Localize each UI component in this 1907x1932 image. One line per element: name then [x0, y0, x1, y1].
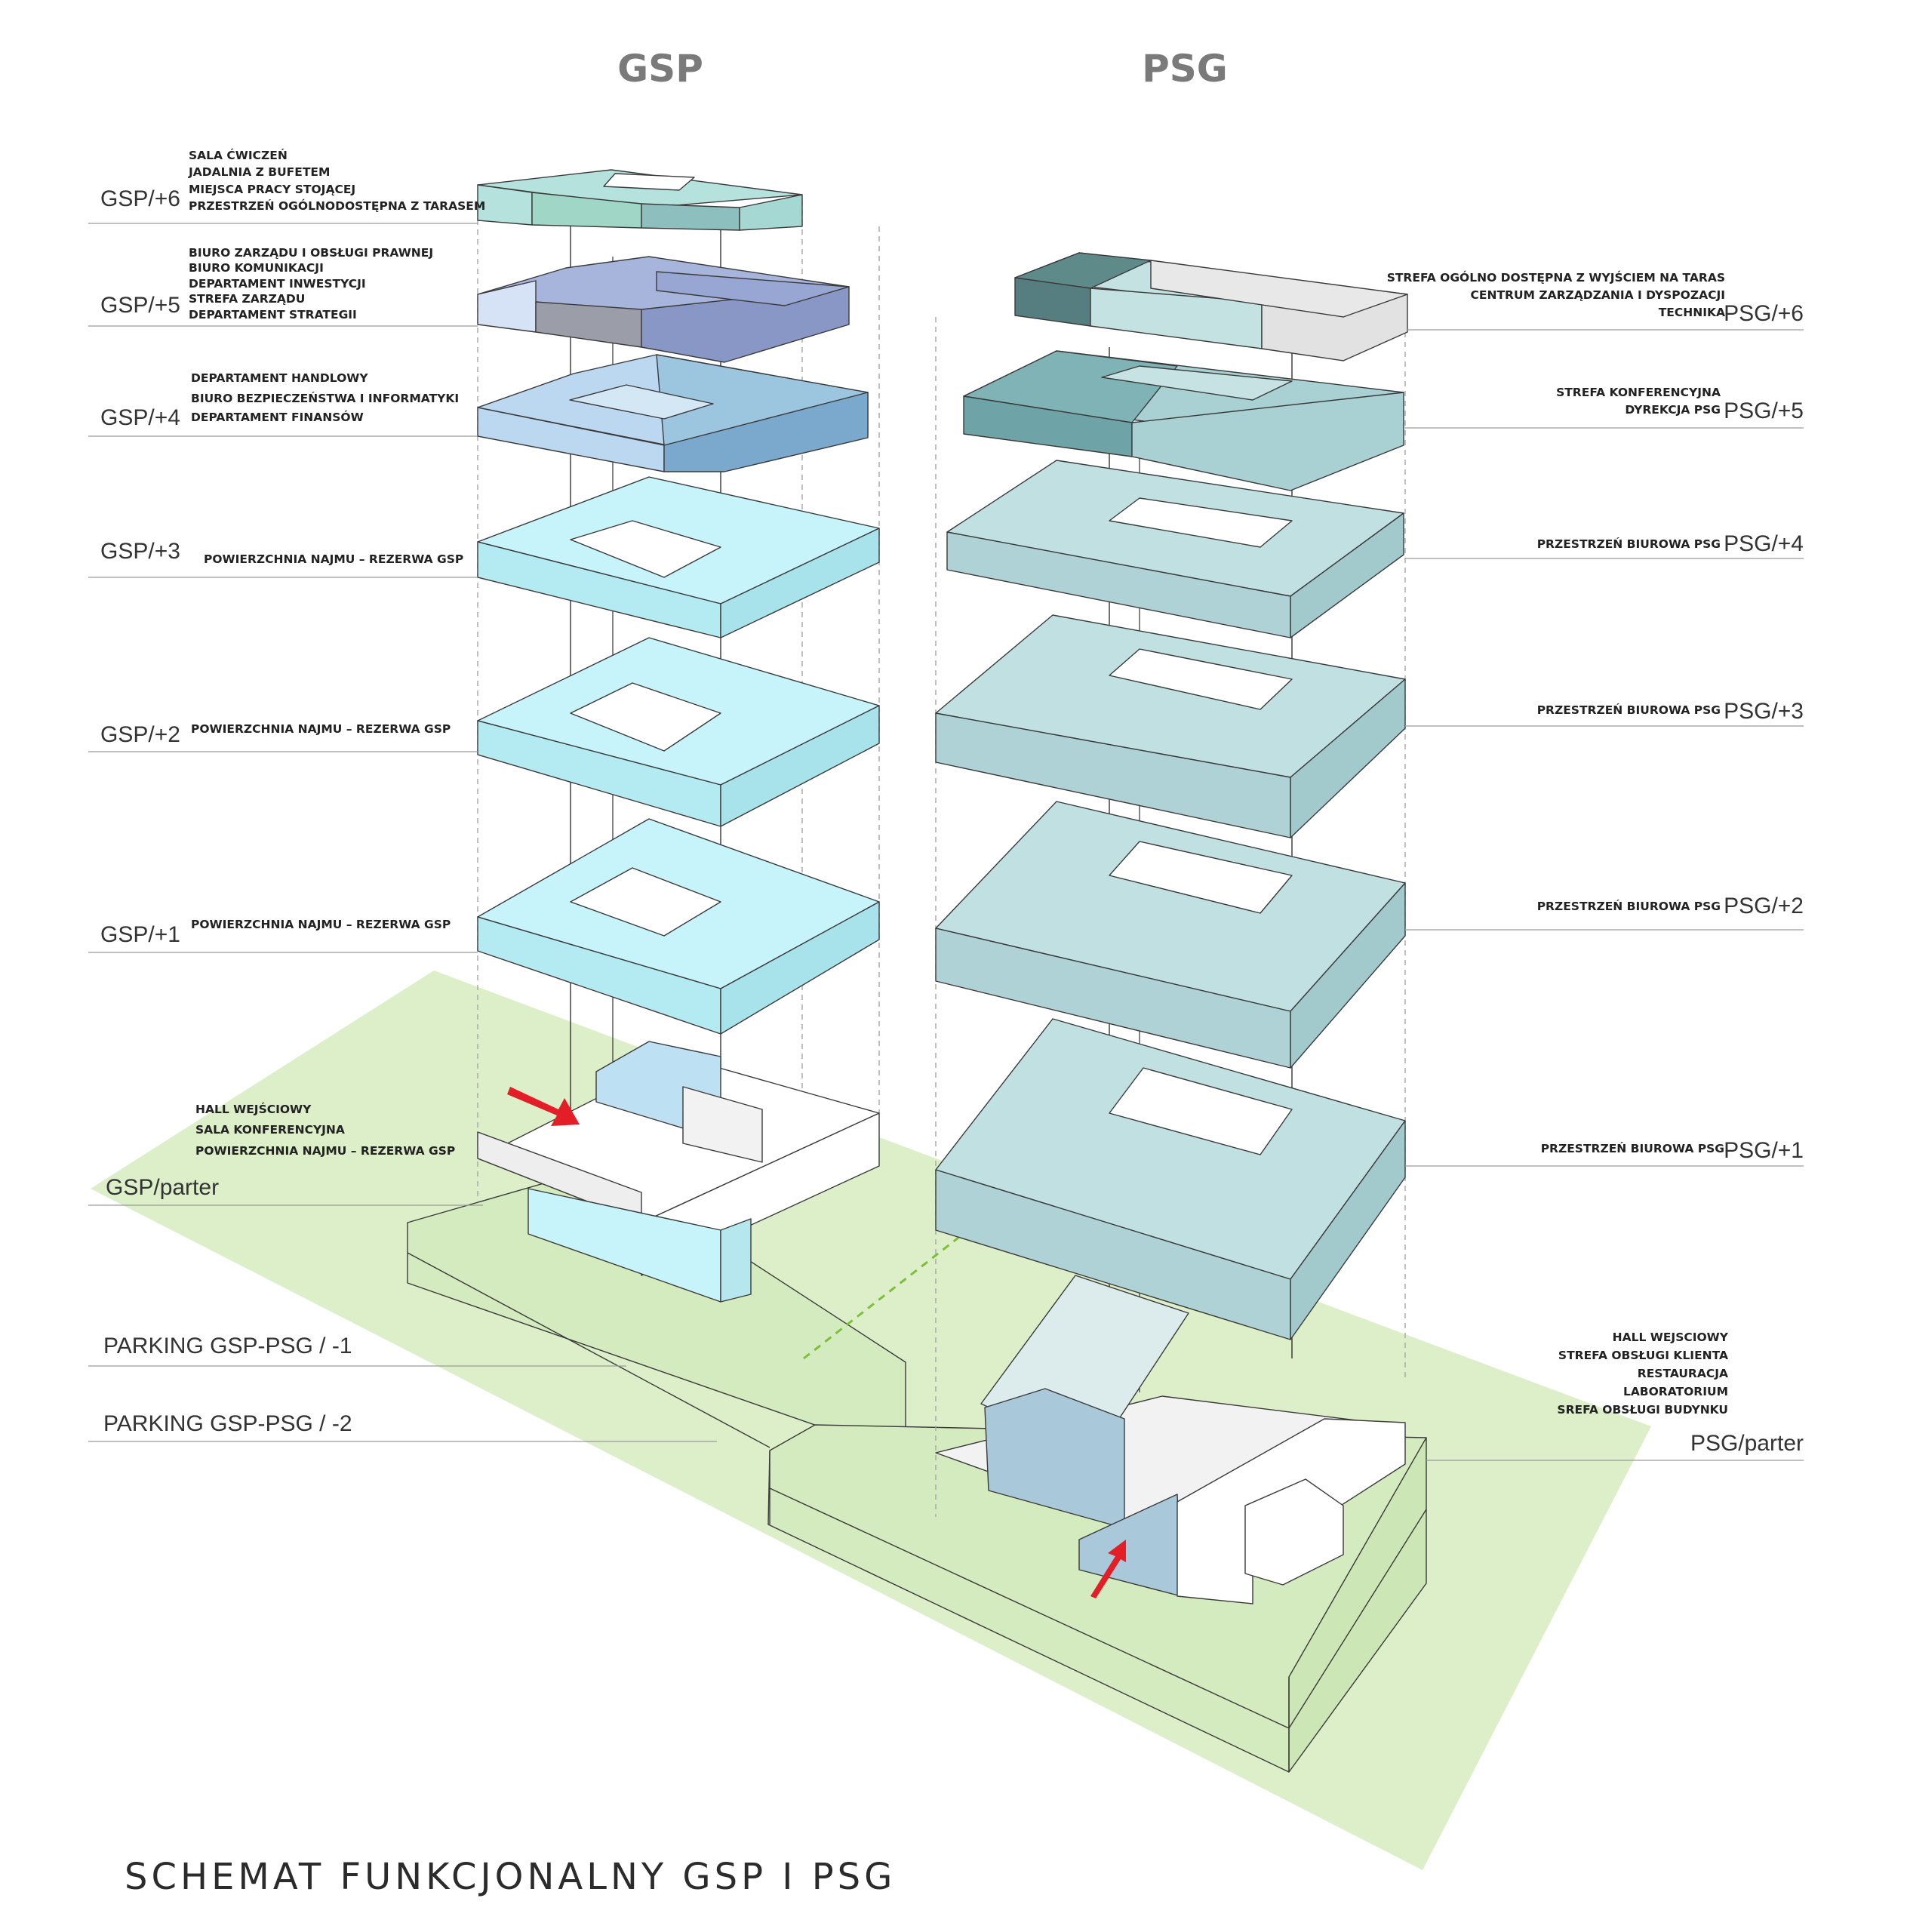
psg-tower	[935, 252, 1408, 1604]
gsp-parter-desc-1: HALL WEJŚCIOWY	[195, 1102, 312, 1116]
gsp-floor-plus6	[477, 169, 803, 231]
psg-floor-plus5	[963, 350, 1404, 491]
psg-parter-desc-1: HALL WEJSCIOWY	[1613, 1331, 1729, 1344]
psg-plus2-label: PSG/+2	[1724, 894, 1804, 918]
psg-parter-desc-4: LABORATORIUM	[1623, 1385, 1728, 1398]
psg-office-floor-plus2	[935, 801, 1406, 1069]
gsp-plus3-label: GSP/+3	[100, 539, 180, 564]
gsp-office-floor-plus2	[477, 637, 880, 827]
psg-parter-desc-2: STREFA OBSŁUGI KLIENTA	[1558, 1349, 1728, 1362]
psg-plus2-desc: PRZESTRZEŃ BIUROWA PSG	[1537, 899, 1721, 913]
gsp-plus6-label: GSP/+6	[100, 186, 180, 211]
psg-header: PSG	[1142, 47, 1228, 91]
gsp-plus4-desc-3: DEPARTAMENT FINANSÓW	[191, 410, 364, 424]
gsp-plus4-desc-2: BIURO BEZPIECZEŃSTWA I INFORMATYKI	[191, 391, 459, 405]
psg-floor-plus6	[1014, 252, 1408, 361]
gsp-header: GSP	[617, 47, 703, 91]
psg-level-labels: PSG/+6 PSG/+5 PSG/+4 PSG/+3 PSG/+2 PSG/+…	[1387, 270, 1804, 1461]
gsp-parter-label: GSP/parter	[106, 1175, 219, 1200]
psg-parter-desc-5: SREFA OBSŁUGI BUDYNKU	[1557, 1403, 1728, 1417]
psg-plus5-label: PSG/+5	[1724, 398, 1804, 423]
psg-plus6-desc-2: CENTRUM ZARZĄDZANIA I DYSPOZACJI	[1471, 288, 1725, 302]
gsp-plus5-desc-5: DEPARTAMENT STRATEGII	[189, 308, 357, 321]
gsp-office-floor-plus1	[477, 818, 880, 1035]
parking-minus1-label: PARKING GSP-PSG / -1	[103, 1334, 352, 1358]
gsp-plus4-label: GSP/+4	[100, 405, 180, 430]
gsp-plus6-desc-4: PRZESTRZEŃ OGÓLNODOSTĘPNA Z TARASEM	[189, 198, 485, 213]
gsp-plus2-desc: POWIERZCHNIA NAJMU – REZERWA GSP	[191, 722, 451, 736]
psg-plus4-label: PSG/+4	[1724, 531, 1804, 556]
psg-office-floor-plus4	[946, 460, 1404, 638]
gsp-plus1-desc: POWIERZCHNIA NAJMU – REZERWA GSP	[191, 918, 451, 931]
gsp-floor-plus5	[477, 256, 850, 363]
gsp-plus6-desc-2: JADALNIA Z BUFETEM	[188, 165, 330, 179]
gsp-floor-plus4	[477, 354, 869, 472]
parking-minus2-label: PARKING GSP-PSG / -2	[103, 1411, 352, 1436]
gsp-plus5-label: GSP/+5	[100, 293, 180, 318]
psg-parter-label: PSG/parter	[1690, 1431, 1804, 1456]
psg-plus6-desc-1: STREFA OGÓLNO DOSTĘPNA Z WYJŚCIEM NA TAR…	[1387, 270, 1725, 285]
psg-plus3-desc: PRZESTRZEŃ BIUROWA PSG	[1537, 703, 1721, 717]
gsp-plus6-desc-1: SALA ĆWICZEŃ	[189, 148, 288, 162]
gsp-level-labels: GSP/+6 GSP/+5 GSP/+4 GSP/+3 GSP/+2 GSP/+…	[88, 148, 717, 1442]
psg-plus3-label: PSG/+3	[1724, 699, 1804, 724]
gsp-plus1-label: GSP/+1	[100, 922, 180, 947]
gsp-plus5-desc-4: STREFA ZARZĄDU	[189, 292, 305, 306]
gsp-plus5-desc-3: DEPARTAMENT INWESTYCJI	[189, 277, 366, 291]
diagram-title: SCHEMAT FUNKCJONALNY GSP I PSG	[125, 1856, 896, 1898]
psg-parter-desc-3: RESTAURACJA	[1638, 1367, 1728, 1380]
gsp-plus3-desc: POWIERZCHNIA NAJMU – REZERWA GSP	[204, 552, 463, 566]
psg-office-floor-plus1	[935, 1018, 1406, 1340]
psg-parter-block	[935, 1275, 1406, 1604]
psg-entrance-arrow	[1090, 1540, 1126, 1598]
psg-plus1-desc: PRZESTRZEŃ BIUROWA PSG	[1541, 1141, 1724, 1155]
gsp-office-floor-plus3	[477, 476, 880, 638]
gsp-parter-block	[477, 1041, 880, 1303]
psg-plus6-label: PSG/+6	[1724, 301, 1804, 326]
gsp-plus5-desc-2: BIURO KOMUNIKACJI	[189, 261, 324, 275]
psg-plus1-label: PSG/+1	[1724, 1138, 1804, 1163]
gsp-plus4-desc-1: DEPARTAMENT HANDLOWY	[191, 371, 368, 385]
psg-plus5-desc-2: DYREKCJA PSG	[1625, 403, 1721, 417]
gsp-plus5-desc-1: BIURO ZARZĄDU I OBSŁUGI PRAWNEJ	[189, 246, 433, 260]
gsp-tower	[477, 169, 880, 1303]
gsp-plus6-desc-3: MIEJSCA PRACY STOJĄCEJ	[189, 183, 355, 196]
psg-plus4-desc: PRZESTRZEŃ BIUROWA PSG	[1537, 537, 1721, 551]
gsp-entrance-arrow	[507, 1087, 580, 1126]
psg-office-floor-plus3	[935, 614, 1406, 838]
gsp-plus2-label: GSP/+2	[100, 722, 180, 747]
gsp-parter-desc-2: SALA KONFERENCYJNA	[195, 1123, 345, 1137]
gsp-parter-desc-3: POWIERZCHNIA NAJMU – REZERWA GSP	[195, 1144, 455, 1158]
psg-plus6-desc-3: TECHNIKA	[1659, 306, 1725, 319]
psg-plus5-desc-1: STREFA KONFERENCYJNA	[1556, 386, 1721, 399]
